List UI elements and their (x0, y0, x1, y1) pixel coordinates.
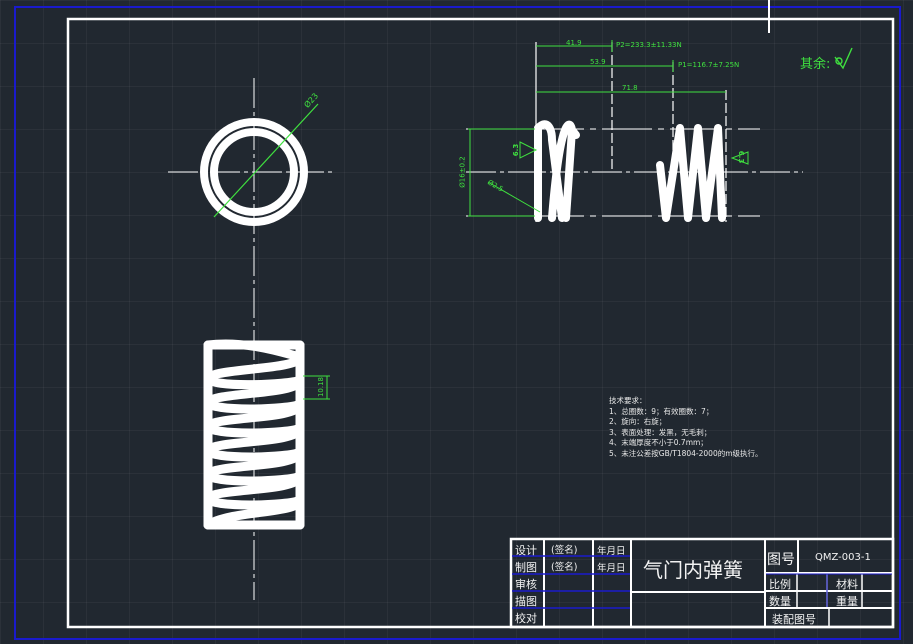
assembly-number-label: 装配图号 (772, 613, 816, 626)
force-p1-label: P1=116.7±7.25N (678, 61, 740, 69)
tech-heading: 技术要求： (609, 396, 647, 405)
length-p2-label: 41.9 (566, 39, 582, 47)
inner-frame (66, 17, 895, 629)
pitch-label: 10.18 (317, 376, 326, 398)
spring-side-view (466, 42, 803, 222)
pitch-dimension (303, 375, 330, 400)
roughness-left-label: 6.3 (512, 143, 521, 157)
roughness-right-label: 6.3 (737, 150, 746, 164)
role-design: 设计 (515, 544, 537, 557)
outer-frame (14, 6, 901, 640)
inner-diameter-label: Ø16±0.2 (458, 156, 467, 188)
side-view-dimensions (468, 40, 749, 217)
role-review: 审核 (515, 578, 537, 591)
technical-requirements: 技术要求： 1、总圈数：9；有效圈数：7； 2、旋向：右旋； 3、表面处理：发黑… (609, 396, 763, 459)
drawing-title: 气门内弹簧 (643, 558, 743, 582)
scale-label: 比例 (769, 578, 791, 591)
surface-finish-label: 其余: (800, 57, 831, 72)
role-tracing: 描图 (515, 595, 537, 608)
title-block-grid (509, 537, 895, 629)
signature-drafting: (签名) (551, 562, 578, 573)
material-label: 材料 (836, 578, 858, 591)
surface-roughness-check-icon (834, 47, 853, 70)
drawing-number-value: QMZ-003-1 (815, 552, 871, 563)
free-length-label: 71.8 (622, 84, 638, 92)
tech-item: 1、总圈数：9；有效圈数：7； (609, 406, 714, 416)
tech-item: 3、表面处理：发黑，无毛刺； (609, 427, 712, 437)
length-p1-label: 53.9 (590, 58, 606, 66)
date-drafting: 年月日 (597, 563, 626, 574)
role-drafting: 制图 (515, 561, 537, 574)
tech-item: 5、未注公差按GB/T1804-2000的m级执行。 (609, 448, 763, 458)
date-design: 年月日 (597, 546, 626, 557)
spring-front-view (203, 339, 305, 530)
quantity-label: 数量 (769, 595, 791, 608)
crosshair-cursor (768, 0, 770, 33)
tech-item: 4、末端厚度不小于0.7mm； (609, 438, 708, 447)
role-proofread: 校对 (515, 612, 537, 625)
tech-item: 2、旋向：右旋； (609, 417, 667, 426)
signature-design: (签名) (551, 545, 578, 556)
weight-label: 重量 (836, 595, 858, 608)
force-p2-label: P2=233.3±11.33N (616, 41, 682, 49)
drawing-number-label: 图号 (767, 552, 795, 568)
